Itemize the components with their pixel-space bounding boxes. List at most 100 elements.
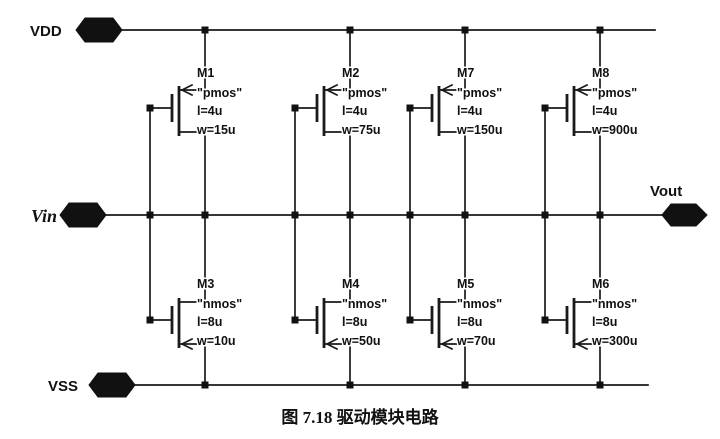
model-label: "pmos" <box>342 86 387 100</box>
transistor-m5: M5 "nmos" l=8u w=70u <box>409 214 504 386</box>
pmos-arrow-icon <box>440 83 454 97</box>
drain-lead <box>323 214 351 303</box>
pmos-arrow-icon <box>180 83 194 97</box>
drain-lead <box>178 131 206 216</box>
transistor-m6: M6 "nmos" l=8u w=300u <box>544 214 639 386</box>
model-label: "pmos" <box>457 86 502 100</box>
vin-label: Vin <box>31 206 57 226</box>
width-label: w=70u <box>456 334 496 348</box>
model-label: "nmos" <box>457 297 502 311</box>
source-lead <box>438 29 466 91</box>
junction-square <box>291 316 299 324</box>
source-lead <box>323 343 351 386</box>
width-label: w=150u <box>456 123 503 137</box>
drain-lead <box>323 131 351 216</box>
source-lead <box>323 29 351 91</box>
junction-square <box>201 381 209 389</box>
junction-dots <box>146 26 604 389</box>
junction-square <box>146 104 154 112</box>
ref-label: M3 <box>197 277 214 291</box>
port-vin: Vin <box>31 202 107 228</box>
width-label: w=300u <box>591 334 638 348</box>
junction-square <box>146 316 154 324</box>
source-lead <box>178 29 206 91</box>
junction-square <box>541 316 549 324</box>
vin-pin-icon <box>59 202 107 228</box>
length-label: l=8u <box>342 315 367 329</box>
vss-label: VSS <box>48 378 78 395</box>
model-label: "nmos" <box>197 297 242 311</box>
drain-lead <box>178 214 206 303</box>
model-label: "nmos" <box>592 297 637 311</box>
vdd-label: VDD <box>30 23 62 40</box>
ref-label: M6 <box>592 277 609 291</box>
junction-square <box>596 26 604 34</box>
width-label: w=15u <box>196 123 236 137</box>
port-vout: Vout <box>650 183 708 227</box>
nmos-arrow-icon <box>440 337 454 351</box>
junction-square <box>346 26 354 34</box>
vout-pin-icon <box>661 203 708 227</box>
length-label: l=8u <box>197 315 222 329</box>
vdd-pin-icon <box>75 17 123 43</box>
port-vdd: VDD <box>30 17 123 43</box>
drain-lead <box>573 214 601 303</box>
transistor-m3: M3 "nmos" l=8u w=10u <box>149 214 244 386</box>
junction-square <box>201 211 209 219</box>
junction-square <box>291 104 299 112</box>
length-label: l=8u <box>457 315 482 329</box>
junction-square <box>541 211 549 219</box>
transistor-m2: M2 "pmos" l=4u w=75u <box>294 29 389 216</box>
junction-square <box>596 211 604 219</box>
transistor-m1: M1 "pmos" l=4u w=15u <box>149 29 244 216</box>
transistor-m8: M8 "pmos" l=4u w=900u <box>544 29 639 216</box>
source-lead <box>438 343 466 386</box>
width-label: w=900u <box>591 123 638 137</box>
model-label: "pmos" <box>197 86 242 100</box>
drain-lead <box>438 214 466 303</box>
vout-label: Vout <box>650 183 682 200</box>
port-vss: VSS <box>48 372 136 398</box>
length-label: l=4u <box>197 104 222 118</box>
source-lead <box>573 343 601 386</box>
junction-square <box>406 104 414 112</box>
ref-label: M5 <box>457 277 474 291</box>
junction-square <box>541 104 549 112</box>
nmos-arrow-icon <box>180 337 194 351</box>
model-label: "pmos" <box>592 86 637 100</box>
junction-square <box>406 211 414 219</box>
transistor-m4: M4 "nmos" l=8u w=50u <box>294 214 389 386</box>
junction-square <box>461 211 469 219</box>
ref-label: M1 <box>197 66 214 80</box>
ref-label: M4 <box>342 277 359 291</box>
junction-square <box>406 316 414 324</box>
rails <box>105 29 663 386</box>
junction-square <box>346 381 354 389</box>
ref-label: M2 <box>342 66 359 80</box>
junction-square <box>596 381 604 389</box>
length-label: l=8u <box>592 315 617 329</box>
ref-label: M7 <box>457 66 474 80</box>
junction-square <box>291 211 299 219</box>
nmos-arrow-icon <box>325 337 339 351</box>
vss-pin-icon <box>88 372 136 398</box>
junction-square <box>201 26 209 34</box>
junction-square <box>346 211 354 219</box>
width-label: w=10u <box>196 334 236 348</box>
pmos-arrow-icon <box>325 83 339 97</box>
length-label: l=4u <box>592 104 617 118</box>
ref-label: M8 <box>592 66 609 80</box>
pmos-arrow-icon <box>575 83 589 97</box>
source-lead <box>573 29 601 91</box>
junction-square <box>146 211 154 219</box>
length-label: l=4u <box>457 104 482 118</box>
transistor-m7: M7 "pmos" l=4u w=150u <box>409 29 504 216</box>
nmos-arrow-icon <box>575 337 589 351</box>
figure-caption: 图 7.18 驱动模块电路 <box>281 407 439 427</box>
junction-square <box>461 381 469 389</box>
width-label: w=50u <box>341 334 381 348</box>
source-lead <box>178 343 206 386</box>
model-label: "nmos" <box>342 297 387 311</box>
